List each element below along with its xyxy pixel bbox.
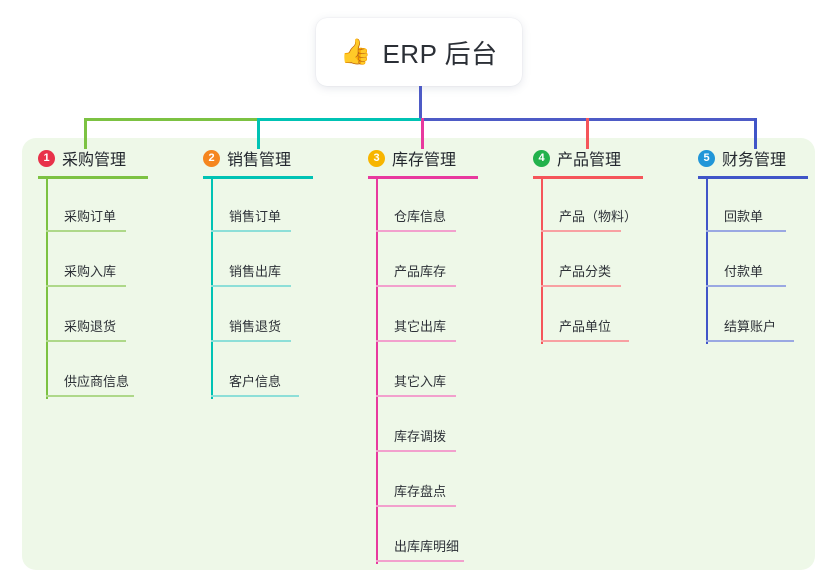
connector-drop-1 bbox=[84, 118, 87, 149]
list-item-rule bbox=[706, 285, 786, 287]
list-item-rule bbox=[376, 340, 456, 342]
list-item-rule bbox=[376, 230, 456, 232]
list-item-label: 产品库存 bbox=[394, 264, 447, 279]
column-title: 财务管理 bbox=[722, 152, 787, 169]
list-item-rule bbox=[376, 450, 456, 452]
column-header-rule bbox=[368, 176, 478, 179]
connector-drop-2 bbox=[257, 118, 260, 149]
list-item-rule bbox=[211, 395, 299, 397]
list-item-rule bbox=[376, 395, 456, 397]
list-item-label: 产品单位 bbox=[559, 319, 612, 334]
list-item-label: 采购入库 bbox=[64, 264, 117, 279]
column-1: 1 采购管理采购订单采购入库采购退货供应商信息 bbox=[38, 146, 148, 399]
column-number-badge: 1 bbox=[38, 149, 55, 167]
connector-drop-4 bbox=[586, 118, 589, 149]
column-spine bbox=[376, 179, 378, 564]
list-item-rule bbox=[211, 285, 291, 287]
list-item-rule bbox=[376, 505, 456, 507]
list-item-label: 付款单 bbox=[724, 264, 764, 279]
column-title: 库存管理 bbox=[392, 152, 457, 169]
list-item-label: 产品分类 bbox=[559, 264, 612, 279]
connector-drop-3 bbox=[421, 118, 424, 149]
column-header-3[interactable]: 3 库存管理 bbox=[368, 146, 456, 170]
list-item-rule bbox=[706, 340, 794, 342]
column-header-rule bbox=[533, 176, 643, 179]
column-header-2[interactable]: 2 销售管理 bbox=[203, 146, 291, 170]
connector-bar-segment-2 bbox=[257, 118, 421, 121]
list-item-rule bbox=[541, 285, 621, 287]
list-item-label: 采购退货 bbox=[64, 319, 117, 334]
root-node-title: ERP 后台 bbox=[382, 38, 498, 69]
list-item-label: 库存盘点 bbox=[394, 484, 447, 499]
connector-drop-5 bbox=[754, 118, 757, 149]
column-spine bbox=[46, 179, 48, 399]
list-item-label: 客户信息 bbox=[229, 374, 282, 389]
list-item-rule bbox=[376, 285, 456, 287]
list-item-rule bbox=[541, 230, 621, 232]
list-item-rule bbox=[211, 340, 291, 342]
column-header-rule bbox=[698, 176, 808, 179]
list-item-label: 库存调拨 bbox=[394, 429, 447, 444]
list-item-label: 销售退货 bbox=[229, 319, 282, 334]
column-3: 3 库存管理仓库信息产品库存其它出库其它入库库存调拨库存盘点出库库明细 bbox=[368, 146, 478, 564]
root-connector-line bbox=[419, 86, 422, 121]
list-item-label: 销售订单 bbox=[229, 209, 282, 224]
column-2: 2 销售管理销售订单销售出库销售退货客户信息 bbox=[203, 146, 313, 399]
thumbs-up-icon: 👍 bbox=[340, 37, 372, 66]
column-5: 5 财务管理回款单付款单结算账户 bbox=[698, 146, 808, 344]
column-title: 销售管理 bbox=[227, 152, 292, 169]
column-header-rule bbox=[203, 176, 313, 179]
column-spine bbox=[211, 179, 213, 399]
column-number-badge: 3 bbox=[368, 149, 385, 167]
list-item-rule bbox=[376, 560, 464, 562]
list-item-label: 出库库明细 bbox=[394, 539, 460, 554]
list-item-label: 回款单 bbox=[724, 209, 764, 224]
column-header-5[interactable]: 5 财务管理 bbox=[698, 146, 786, 170]
list-item-label: 销售出库 bbox=[229, 264, 282, 279]
list-item-rule bbox=[541, 340, 629, 342]
root-node-content: 👍 ERP 后台 bbox=[340, 34, 497, 71]
list-item-rule bbox=[211, 230, 291, 232]
list-item-rule bbox=[46, 285, 126, 287]
list-item-label: 仓库信息 bbox=[394, 209, 447, 224]
column-header-rule bbox=[38, 176, 148, 179]
list-item-rule bbox=[46, 340, 126, 342]
main-panel bbox=[22, 138, 815, 570]
column-4: 4 产品管理产品（物料） 产品分类产品单位 bbox=[533, 146, 643, 344]
list-item-label: 结算账户 bbox=[724, 319, 777, 334]
column-number-badge: 4 bbox=[533, 149, 550, 167]
column-title: 采购管理 bbox=[62, 152, 127, 169]
list-item-rule bbox=[46, 395, 134, 397]
column-title: 产品管理 bbox=[557, 152, 622, 169]
list-item-label: 供应商信息 bbox=[64, 374, 130, 389]
list-item-label: 其它入库 bbox=[394, 374, 447, 389]
connector-bar-segment-1 bbox=[84, 118, 257, 121]
list-item-rule bbox=[706, 230, 786, 232]
column-number-badge: 5 bbox=[698, 149, 715, 167]
column-spine bbox=[541, 179, 543, 344]
column-header-1[interactable]: 1 采购管理 bbox=[38, 146, 126, 170]
list-item-label: 采购订单 bbox=[64, 209, 117, 224]
column-number-badge: 2 bbox=[203, 149, 220, 167]
list-item-label: 产品（物料） bbox=[559, 209, 638, 224]
list-item-label: 其它出库 bbox=[394, 319, 447, 334]
root-node-erp-backend[interactable]: 👍 ERP 后台 bbox=[316, 18, 522, 86]
column-header-4[interactable]: 4 产品管理 bbox=[533, 146, 621, 170]
column-spine bbox=[706, 179, 708, 344]
list-item-rule bbox=[46, 230, 126, 232]
